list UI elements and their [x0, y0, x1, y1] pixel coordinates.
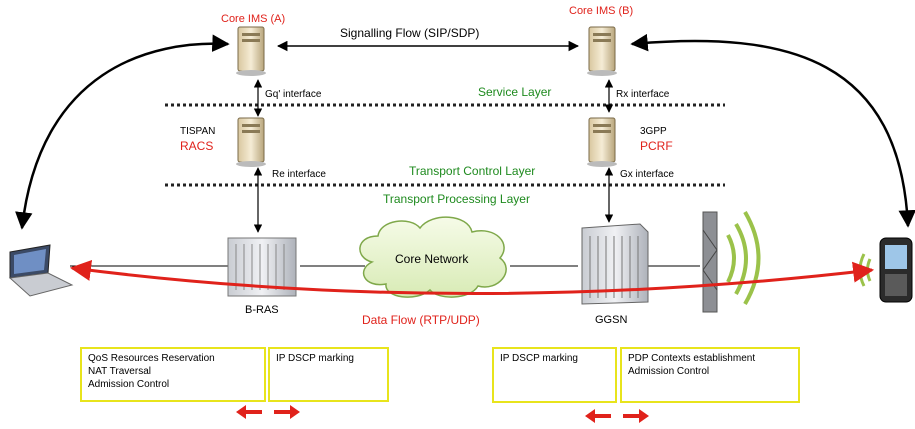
core-ims-a-label: Core IMS (A) — [221, 13, 286, 25]
tispan-label: TISPAN — [180, 126, 216, 137]
gx-interface-label: Gx interface — [620, 169, 674, 180]
gq-interface-label: Gq' interface — [265, 89, 322, 100]
laptop-icon — [8, 244, 74, 297]
radio-tower-icon — [702, 210, 761, 313]
box-line-pdp: PDP Contexts establishment — [628, 353, 756, 364]
transport-processing-layer-label: Transport Processing Layer — [383, 192, 530, 206]
left-function-box-b: IP DSCP marking — [268, 347, 389, 402]
phone-signalling-arrow — [630, 33, 915, 228]
signalling-flow-label: Signalling Flow (SIP/SDP) — [340, 26, 480, 40]
racs-server-icon — [236, 117, 266, 167]
left-function-box-a: QoS Resources Reservation NAT Traversal … — [80, 347, 266, 402]
rx-interface-label: Rx interface — [616, 89, 670, 100]
transport-control-layer-label: Transport Control Layer — [409, 164, 536, 178]
box-line-dscp: IP DSCP marking — [276, 353, 354, 364]
right-function-box-a: IP DSCP marking — [492, 347, 617, 403]
data-flow-arrow — [69, 259, 875, 296]
service-layer-label: Service Layer — [478, 85, 552, 99]
mobile-phone-icon — [858, 237, 913, 303]
box-line-qos: QoS Resources Reservation — [88, 353, 215, 364]
box-line-admission: Admission Control — [628, 366, 710, 377]
box-line-nat: NAT Traversal — [88, 366, 151, 377]
laptop-signalling-arrow — [15, 34, 230, 230]
brass-label: B-RAS — [245, 304, 279, 316]
core-ims-a-server-icon — [236, 26, 266, 76]
box-line-admission: Admission Control — [88, 379, 170, 390]
pcrf-server-icon — [587, 117, 617, 167]
re-interface-label: Re interface — [272, 169, 326, 180]
racs-label: RACS — [180, 139, 214, 153]
core-ims-b-server-icon — [587, 26, 617, 76]
ggsn-label: GGSN — [595, 314, 628, 326]
left-red-double-arrow-icon — [236, 405, 300, 419]
core-ims-b-label: Core IMS (B) — [569, 5, 634, 17]
right-red-double-arrow-icon — [585, 409, 649, 423]
data-flow-label: Data Flow (RTP/UDP) — [362, 313, 480, 327]
pcrf-label: PCRF — [640, 139, 673, 153]
3gpp-label: 3GPP — [640, 126, 667, 137]
right-function-box-b: PDP Contexts establishment Admission Con… — [620, 347, 800, 403]
box-line-dscp: IP DSCP marking — [500, 353, 578, 364]
core-network-label: Core Network — [395, 252, 469, 266]
